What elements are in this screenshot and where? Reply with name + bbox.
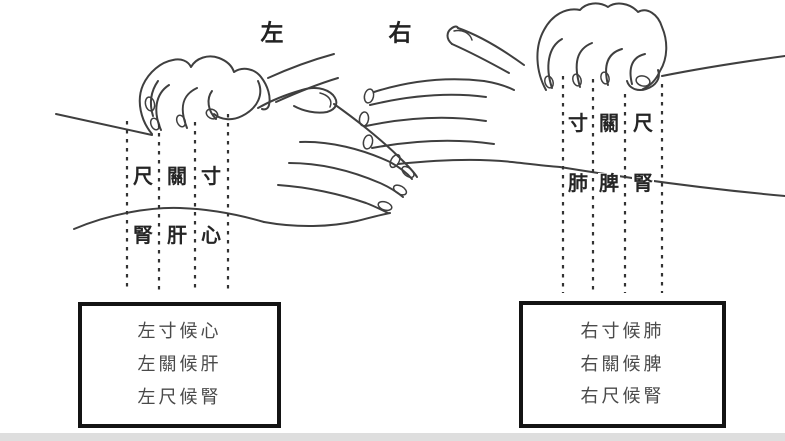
right-pulse-guide-lines [561,76,664,293]
left-patient-hand-art [263,86,418,227]
right-patient-hand-art [358,25,561,169]
right-position-label-chi: 尺 [632,113,654,135]
left-pulse-guide-lines [125,114,230,291]
caption-line: 左寸候心 [137,321,222,342]
caption-line: 右尺候腎 [580,386,665,407]
caption-line: 左尺候腎 [137,386,222,407]
right-position-label-cun: 寸 [567,113,589,135]
right-organ-label-kidney: 腎 [632,173,654,195]
caption-line: 左關候肝 [137,354,222,375]
left-position-label-chi: 尺 [132,166,154,188]
left-caption-box: 左寸候心 左關候肝 左尺候腎 [78,302,281,428]
left-position-label-guan: 關 [166,166,188,188]
right-position-label-guan: 關 [598,113,620,135]
side-label-left: 左 [260,19,284,46]
left-organ-label-heart: 心 [200,225,222,247]
left-organ-label-liver: 肝 [166,225,188,247]
right-organ-label-spleen: 脾 [598,173,620,195]
left-organ-label-kidney: 腎 [132,225,154,247]
right-caption-box: 右寸候肺 右關候脾 右尺候腎 [519,301,726,428]
caption-line: 右寸候肺 [580,320,665,341]
left-position-label-cun: 寸 [200,166,222,188]
left-forearm-art [55,89,303,230]
right-forearm-art [559,55,785,197]
right-organ-label-lung: 肺 [567,173,589,195]
right-examiner-hand-art [536,2,668,91]
bottom-band [0,433,785,441]
caption-line: 右關候脾 [580,353,665,374]
side-label-right: 右 [388,19,412,46]
left-examiner-hand-art [138,53,339,135]
